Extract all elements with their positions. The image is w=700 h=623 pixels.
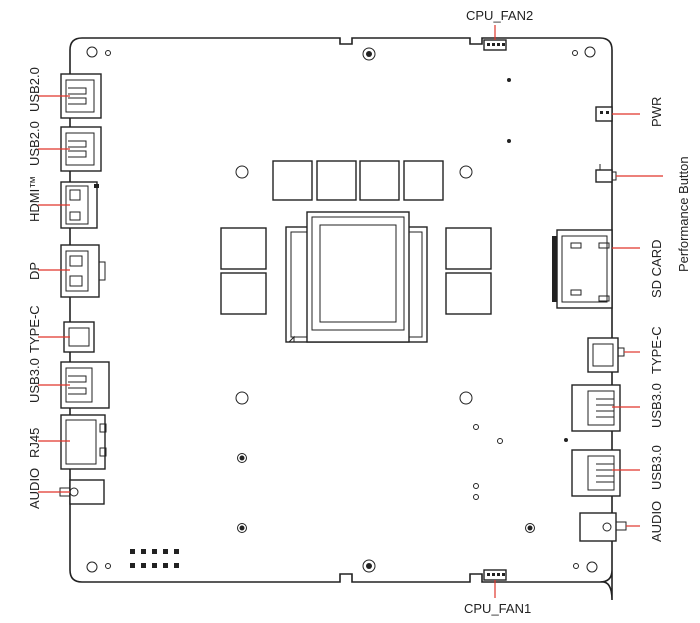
power-button	[595, 106, 613, 122]
via	[507, 78, 511, 82]
memory-chip	[445, 227, 492, 270]
memory-chip	[272, 160, 313, 201]
standoff-bottom	[362, 559, 376, 573]
mount-hole-br	[586, 561, 598, 573]
performance-button	[595, 164, 617, 183]
mount-hole-tr	[584, 46, 596, 58]
mount-dot-br	[573, 563, 579, 569]
audio-jack-right	[579, 512, 627, 542]
rj45-port	[60, 414, 107, 470]
memory-chip	[220, 227, 267, 270]
performance-button-label: Performance Button	[676, 156, 691, 272]
dp-label: DP	[27, 262, 42, 280]
memory-chip	[316, 160, 357, 201]
cpu-fan1-header	[483, 569, 507, 581]
memory-chip	[403, 160, 444, 201]
cpu-package	[285, 211, 428, 343]
mount-dot-tr	[572, 50, 578, 56]
via	[564, 438, 568, 442]
usb2-bottom-label: USB2.0	[27, 121, 42, 166]
cpu-fan1-label: CPU_FAN1	[464, 601, 531, 616]
hole	[235, 391, 249, 405]
pin-header	[130, 549, 179, 568]
pwr-label: PWR	[649, 97, 664, 127]
usb2-top-label: USB2.0	[27, 67, 42, 112]
sd-card-slot	[552, 229, 613, 309]
usb3-port-right-bottom	[571, 449, 621, 497]
type-c-left-label: TYPE-C	[27, 305, 42, 353]
hdmi-label: HDMI™	[27, 176, 42, 222]
mount-dot-tl	[105, 50, 111, 56]
audio-left-label: AUDIO	[27, 468, 42, 509]
hole	[459, 165, 473, 179]
standoff-top	[362, 47, 376, 61]
via	[473, 483, 479, 489]
screw	[237, 453, 247, 463]
dp-port	[60, 244, 106, 298]
type-c-port-right	[587, 337, 625, 373]
audio-right-label: AUDIO	[649, 501, 664, 542]
rj45-label: RJ45	[27, 428, 42, 458]
via	[473, 424, 479, 430]
via	[507, 139, 511, 143]
memory-chip	[220, 272, 267, 315]
mount-hole-tl	[86, 46, 98, 58]
usb3-left-label: USB3.0	[27, 358, 42, 403]
sd-card-label: SD CARD	[649, 239, 664, 298]
usb3-port-right-top	[571, 384, 621, 432]
via	[497, 438, 503, 444]
type-c-right-label: TYPE-C	[649, 326, 664, 374]
via	[473, 494, 479, 500]
mount-dot-bl	[105, 563, 111, 569]
cpu-fan2-header	[483, 39, 507, 51]
screw	[525, 523, 535, 533]
cpu-fan2-label: CPU_FAN2	[466, 8, 533, 23]
screw	[237, 523, 247, 533]
hole	[235, 165, 249, 179]
usb3-right-bottom-label: USB3.0	[649, 445, 664, 490]
board-outline	[69, 37, 613, 601]
memory-chip	[445, 272, 492, 315]
memory-chip	[359, 160, 400, 201]
mount-hole-bl	[86, 561, 98, 573]
hole	[459, 391, 473, 405]
usb3-right-top-label: USB3.0	[649, 383, 664, 428]
